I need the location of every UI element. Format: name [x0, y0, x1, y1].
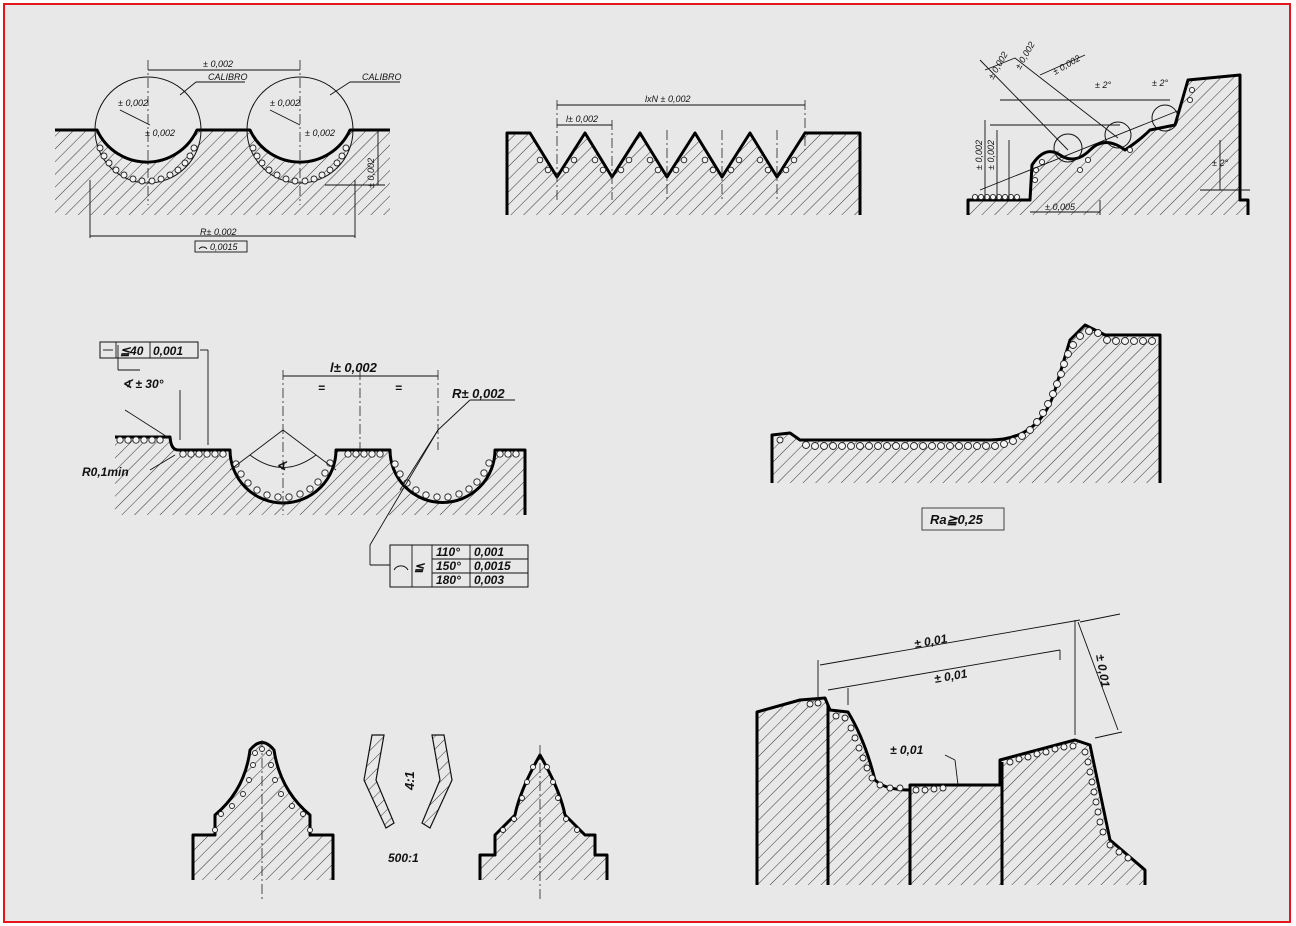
d1-tol-c: ± 0,002 — [270, 98, 300, 108]
d4-table-value-2: 0,0015 — [474, 559, 511, 573]
d4-table-angle-1: 110° — [436, 545, 460, 559]
d3-tol-bottom: ± 0,005 — [1045, 202, 1076, 212]
d4-straightness-value: 0,001 — [153, 344, 183, 358]
d4-r-min: R0,1min — [82, 465, 129, 479]
d7-tol-3: ± 0,01 — [1093, 653, 1113, 689]
d1-tol-b: ± 0,002 — [145, 128, 175, 138]
drawing-block-profile: ± 0,01 ± 0,01 ± 0,01 ± 0,01 — [755, 613, 1147, 885]
ball-row — [212, 746, 313, 833]
d6-scale-b: 500:1 — [388, 851, 419, 865]
ball-row — [96, 144, 350, 185]
d4-table-symbol: ≦ — [414, 560, 426, 574]
d3-angle-3: ± 2° — [1212, 158, 1228, 168]
drawing-curved-ramp: Ra≧0,25 — [770, 323, 1162, 531]
d3-tol-1: ± 0,002 — [986, 50, 1010, 81]
d1-radius: R± 0,002 — [200, 227, 236, 237]
d1-tol-d: ± 0,002 — [305, 128, 335, 138]
ball-row — [536, 156, 798, 174]
drawing-thread-teeth: lxN ± 0,002 l± 0,002 — [505, 94, 862, 215]
d1-calibro-left: CALIBRO — [208, 72, 248, 82]
d6-scale-a: 4:1 — [402, 771, 417, 791]
d3-tol-5: ± 0,002 — [986, 140, 996, 170]
drawing-stepped-profile: ± 0,002 ± 0,002 ± 0,002 ± 0,002 ± 0,002 … — [966, 40, 1250, 215]
d4-table-angle-2: 150° — [436, 559, 461, 573]
d7-tol-1: ± 0,01 — [913, 631, 949, 651]
d3-tol-2: ± 0,002 — [1013, 40, 1037, 71]
d7-tol-4: ± 0,01 — [890, 743, 924, 757]
d5-roughness: Ra≧0,25 — [930, 512, 984, 527]
d4-pitch: l± 0,002 — [330, 360, 378, 375]
d4-eq-2: = — [395, 381, 402, 395]
d3-angle-2: ± 2° — [1152, 78, 1168, 88]
d3-angle-1: ± 2° — [1095, 80, 1111, 90]
d4-table-value-1: 0,001 — [474, 545, 504, 559]
ball-row — [971, 86, 1196, 201]
d4-table-angle-3: 180° — [436, 573, 461, 587]
d4-angle: ∢ ± 30° — [122, 377, 164, 391]
d1-tol-vert: ± 0,002 — [366, 158, 376, 188]
d1-tol-top: ± 0,002 — [203, 59, 233, 69]
d7-tol-2: ± 0,01 — [933, 666, 969, 686]
ball-row — [116, 436, 520, 501]
d3-tol-3: ± 0,002 — [1051, 53, 1082, 77]
d1-profile: 0,0015 — [210, 242, 239, 252]
straightness-frame: ≦40 0,001 — [99, 341, 199, 359]
d4-table-value-3: 0,003 — [474, 573, 504, 587]
d1-calibro-right: CALIBRO — [362, 72, 402, 82]
drawing-tooth-profiles: 4:1 500:1 — [191, 734, 609, 900]
d1-tol-a: ± 0,002 — [118, 98, 148, 108]
ball-row — [776, 327, 1156, 450]
ball-row — [806, 699, 1132, 862]
drawing-semicircle-grooves: ≦40 0,001 ∢ ± 30° l± 0,002 = = R± 0,002 … — [82, 341, 529, 588]
d4-alpha: ∢ — [276, 459, 288, 473]
d4-straightness: ≦40 — [120, 344, 144, 358]
profile-tolerance-table: ≦ 110° 0,001 150° 0,0015 180° 0,003 — [389, 544, 529, 588]
d3-tol-4: ± 0,002 — [974, 140, 984, 170]
d2-pitch-total: lxN ± 0,002 — [645, 94, 690, 104]
drawing-gauge-grooves: ± 0,002 CALIBRO CALIBRO ± 0,002 ± 0,002 … — [55, 59, 402, 253]
d4-eq-1: = — [318, 381, 325, 395]
d4-radius: R± 0,002 — [452, 386, 505, 401]
d2-pitch: l± 0,002 — [566, 114, 598, 124]
ball-row — [500, 764, 580, 833]
